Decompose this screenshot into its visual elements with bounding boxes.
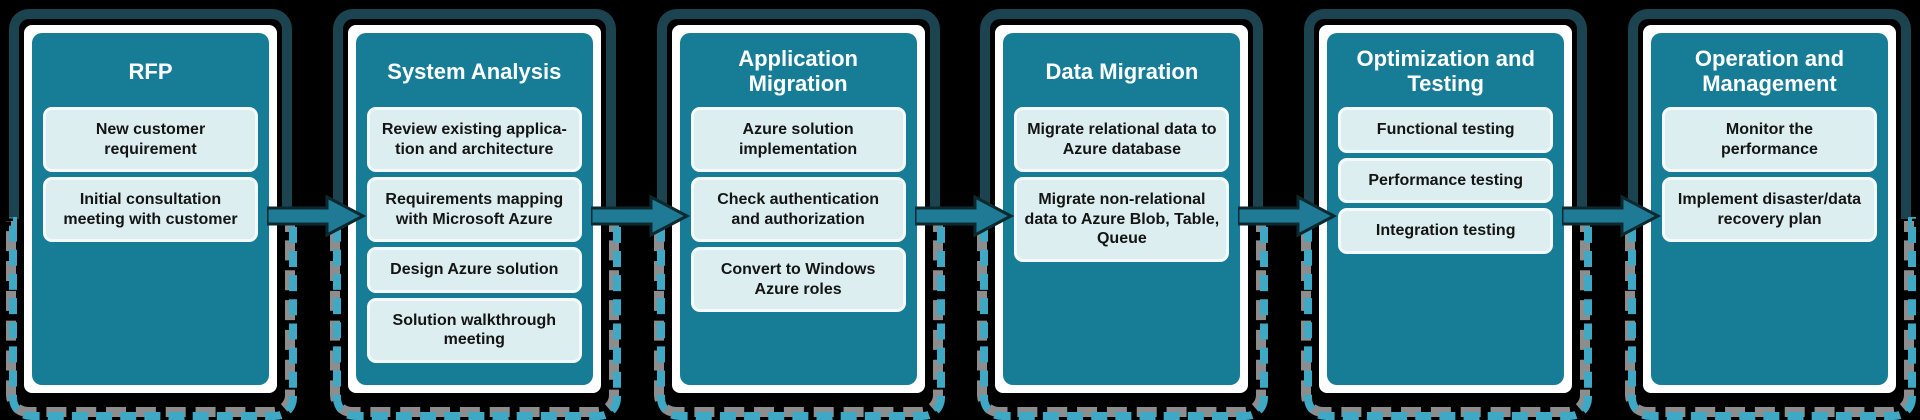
step-list: New customer requirement Initial consult… (32, 107, 269, 243)
stage-title: Operation and Management (1694, 46, 1845, 96)
dashed-border-cyan (656, 217, 945, 420)
stage-body: RFP New customer requirement Initial con… (32, 33, 269, 385)
step-item: Azure solution implementation (690, 107, 906, 173)
stage-rfp: RFP New customer requirement Initial con… (6, 9, 367, 420)
stage-body: Operation and Management Monitor the per… (1650, 33, 1888, 385)
stage-card: Application Migration Azure solution imp… (671, 25, 925, 393)
flow-arrow-icon (1562, 194, 1662, 238)
step-list: Migrate relational data to Azure databas… (1003, 107, 1240, 262)
stage-title: Application Migration (738, 46, 858, 96)
step-list: Functional testing Performance testing I… (1327, 107, 1564, 254)
stage-optimization-testing: Optimization and Testing Functional test… (1301, 9, 1662, 420)
stage-body: Optimization and Testing Functional test… (1327, 33, 1565, 385)
dashed-border-cyan (1304, 217, 1593, 420)
step-item: Monitor the performance (1661, 107, 1877, 173)
dashed-border-cyan (1627, 217, 1916, 420)
dashed-border-cyan (332, 217, 621, 420)
step-item: Functional testing (1338, 107, 1554, 153)
step-item: Integration testing (1338, 208, 1554, 254)
stage-title: Data Migration (1045, 58, 1199, 84)
connector-frame (1304, 9, 1588, 219)
step-item: Initial consultation meeting with custom… (43, 177, 258, 243)
step-list: Azure solution implementation Check auth… (680, 107, 917, 313)
step-item: Solution walkthrough meeting (366, 297, 582, 363)
stage-card: System Analysis Review existing applica-… (347, 25, 601, 393)
dashed-border-cyan (9, 217, 297, 420)
step-item: New customer requirement (43, 107, 258, 173)
step-item: Migrate relational data to Azure databas… (1014, 107, 1230, 173)
dashed-border-cyan (980, 217, 1269, 420)
stage-data-migration: Data Migration Migrate relational data t… (977, 9, 1338, 420)
flow-arrow-icon (267, 194, 367, 238)
stage-operation-management: Operation and Management Monitor the per… (1624, 9, 1916, 420)
connector-frame (980, 9, 1264, 219)
stage-title: Optimization and Testing (1356, 46, 1535, 96)
stage-application-migration: Application Migration Azure solution imp… (653, 9, 1014, 420)
step-item: Review existing applica- tion and archit… (366, 107, 582, 173)
step-item: Implement disaster/data recovery plan (1661, 177, 1877, 243)
stage-card: Data Migration Migrate relational data t… (995, 25, 1249, 393)
step-item: Check authentication and authorization (690, 177, 906, 243)
stage-body: Application Migration Azure solution imp… (679, 33, 917, 385)
stage-card: Operation and Management Monitor the per… (1642, 25, 1896, 393)
stage-card: Optimization and Testing Functional test… (1319, 25, 1573, 393)
step-item: Design Azure solution (366, 247, 582, 293)
stage-title: RFP (128, 58, 173, 84)
stage-body: Data Migration Migrate relational data t… (1003, 33, 1241, 385)
step-list: Review existing applica- tion and archit… (356, 107, 593, 363)
connector-frame (9, 9, 292, 219)
stage-system-analysis: System Analysis Review existing applica-… (329, 9, 691, 420)
connector-frame (1627, 9, 1911, 219)
step-item: Requirements mapping with Microsoft Azur… (366, 177, 582, 243)
step-list: Monitor the performance Implement disast… (1651, 107, 1888, 243)
connector-frame (656, 9, 940, 219)
step-item: Performance testing (1338, 157, 1554, 204)
stage-body: System Analysis Review existing applica-… (355, 33, 593, 385)
step-item: Convert to Windows Azure roles (690, 247, 906, 313)
stage-card: RFP New customer requirement Initial con… (24, 25, 277, 393)
stage-title: System Analysis (387, 58, 562, 84)
connector-frame (332, 9, 616, 219)
flow-arrow-icon (1238, 194, 1338, 238)
step-item: Migrate non-relational data to Azure Blo… (1014, 177, 1230, 262)
flow-arrow-icon (590, 194, 691, 238)
flow-arrow-icon (914, 194, 1014, 238)
